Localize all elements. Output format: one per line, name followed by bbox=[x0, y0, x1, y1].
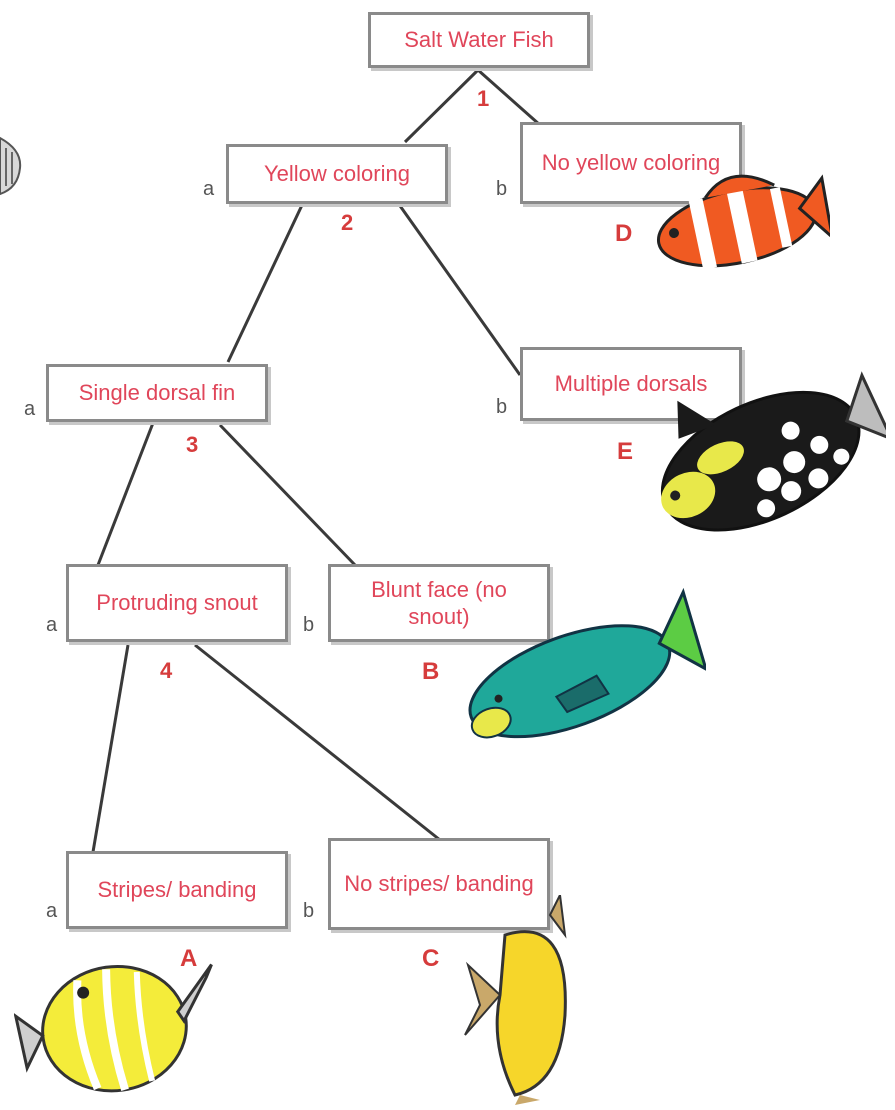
node-yellow-coloring: Yellow coloring bbox=[226, 144, 448, 204]
choice-label-a: a bbox=[46, 614, 58, 636]
choice-label-a: a bbox=[46, 900, 58, 922]
node-salt-water-fish: Salt Water Fish bbox=[368, 12, 590, 68]
choice-label-a: a bbox=[24, 398, 36, 420]
step-number-2: 2 bbox=[341, 210, 354, 235]
result-b: B bbox=[422, 658, 440, 685]
node-protruding-snout-text: Protruding snout bbox=[96, 590, 258, 616]
choice-label-b: b bbox=[496, 396, 508, 418]
choice-label-a: a bbox=[203, 178, 215, 200]
connector-yellow-multiple bbox=[396, 202, 522, 376]
choice-label-b: b bbox=[303, 900, 315, 922]
step-number-3: 3 bbox=[186, 432, 199, 457]
node-single-dorsal-fin: Single dorsal fin bbox=[46, 364, 268, 422]
connector-root-no-yellow bbox=[477, 68, 541, 127]
node-no-yellow-coloring-text: No yellow coloring bbox=[541, 150, 721, 176]
node-blunt-face-text: Blunt face (no snout) bbox=[371, 576, 507, 630]
connector-yellow-single bbox=[226, 202, 305, 363]
node-protruding-snout: Protruding snout bbox=[66, 564, 288, 642]
result-c: C bbox=[422, 945, 440, 972]
node-single-dorsal-fin-text: Single dorsal fin bbox=[78, 380, 236, 406]
yellow-tang-icon bbox=[464, 895, 567, 1105]
connector-protruding-stripes bbox=[91, 644, 130, 853]
node-stripes-banding: Stripes/ banding bbox=[66, 851, 288, 929]
triggerfish-icon bbox=[660, 371, 886, 532]
node-no-stripes-banding-text: No stripes/ banding bbox=[344, 871, 534, 897]
choice-label-b: b bbox=[496, 178, 508, 200]
node-yellow-coloring-text: Yellow coloring bbox=[264, 161, 410, 187]
result-d: D bbox=[615, 220, 633, 247]
node-multiple-dorsals-text: Multiple dorsals bbox=[554, 371, 708, 397]
connector-single-blunt bbox=[218, 423, 357, 567]
node-no-yellow-coloring: No yellow coloring bbox=[520, 122, 742, 204]
partial-fish-icon bbox=[0, 136, 22, 196]
step-number-1: 1 bbox=[477, 86, 490, 111]
parrotfish-icon bbox=[468, 587, 706, 739]
butterflyfish-icon bbox=[14, 963, 213, 1093]
node-blunt-face: Blunt face (no snout) bbox=[328, 564, 550, 642]
result-e: E bbox=[617, 438, 634, 465]
node-no-stripes-banding: No stripes/ banding bbox=[328, 838, 550, 930]
connector-protruding-no-stripes bbox=[194, 643, 441, 842]
connector-single-protruding bbox=[96, 422, 155, 566]
node-salt-water-fish-text: Salt Water Fish bbox=[404, 27, 554, 53]
result-a: A bbox=[180, 945, 198, 972]
clownfish-icon bbox=[656, 174, 830, 270]
connector-root-yellow bbox=[403, 68, 480, 144]
step-number-4: 4 bbox=[160, 658, 173, 683]
node-stripes-banding-text: Stripes/ banding bbox=[97, 877, 257, 903]
choice-label-b: b bbox=[303, 614, 315, 636]
node-multiple-dorsals: Multiple dorsals bbox=[520, 347, 742, 421]
